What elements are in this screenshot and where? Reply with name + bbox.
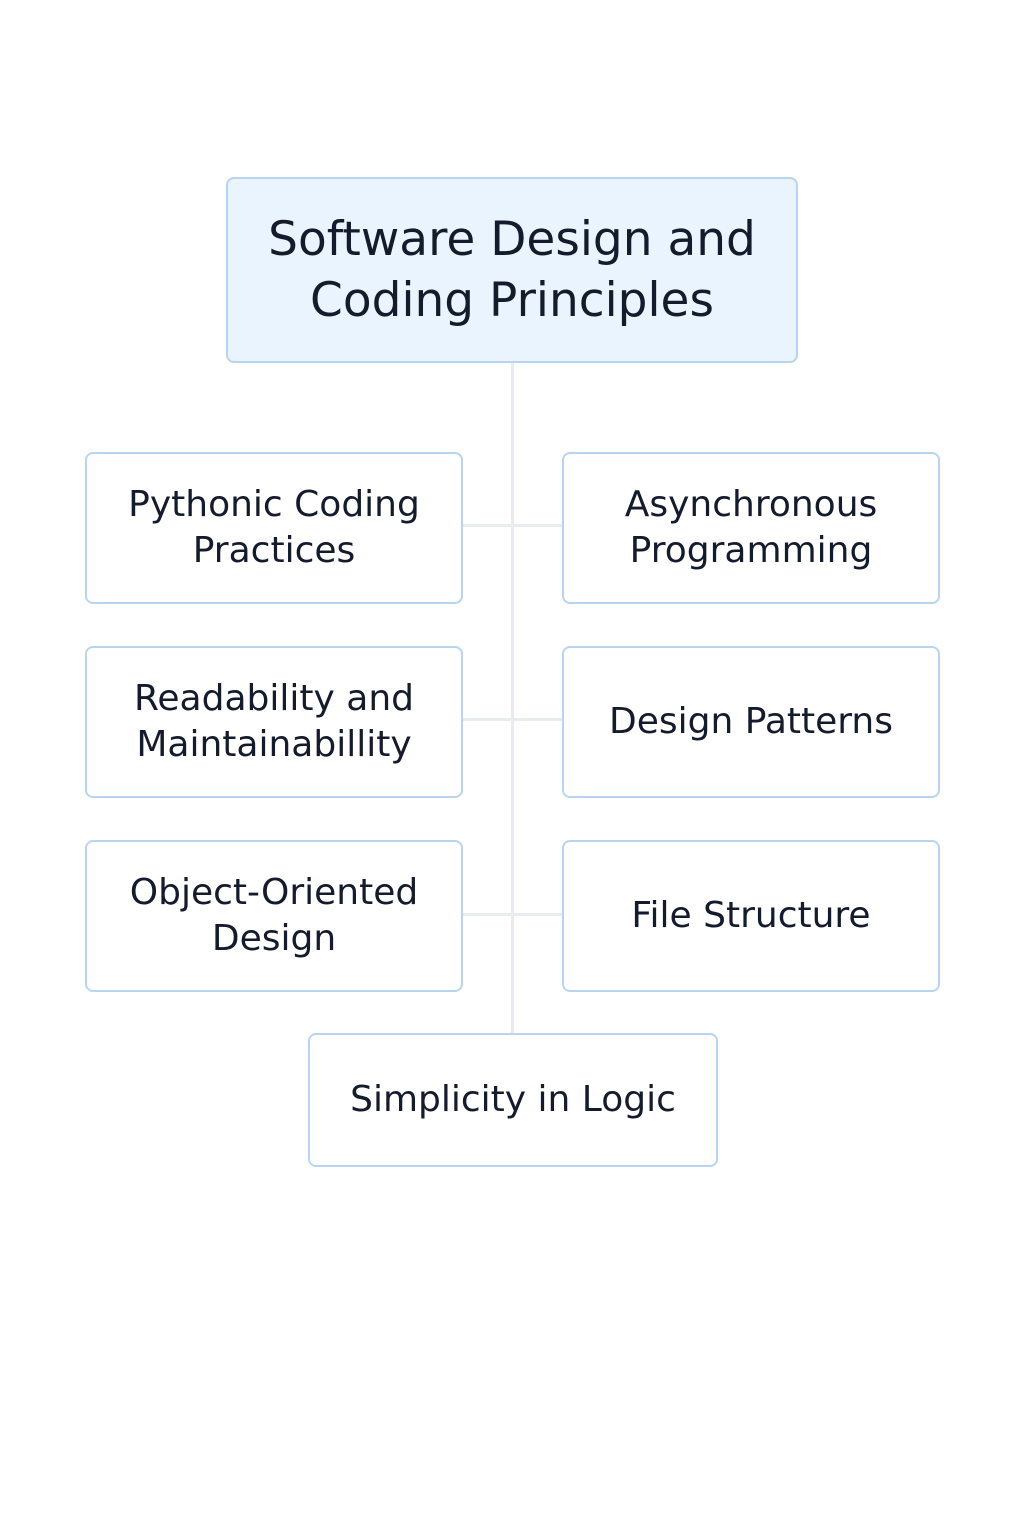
row2-connector [462,718,562,721]
node-object-oriented-design: Object-Oriented Design [85,840,463,992]
node-file-structure: File Structure [562,840,940,992]
row3-connector [462,913,562,916]
node-asynchronous-programming: Asynchronous Programming [562,452,940,604]
row1-connector [462,524,562,527]
node-readability-maintainability: Readability and Maintainabillity [85,646,463,798]
node-design-patterns: Design Patterns [562,646,940,798]
root-node: Software Design and Coding Principles [226,177,798,363]
trunk-connector [511,362,514,1034]
node-pythonic-coding-practices: Pythonic Coding Practices [85,452,463,604]
node-simplicity-in-logic: Simplicity in Logic [308,1033,718,1167]
